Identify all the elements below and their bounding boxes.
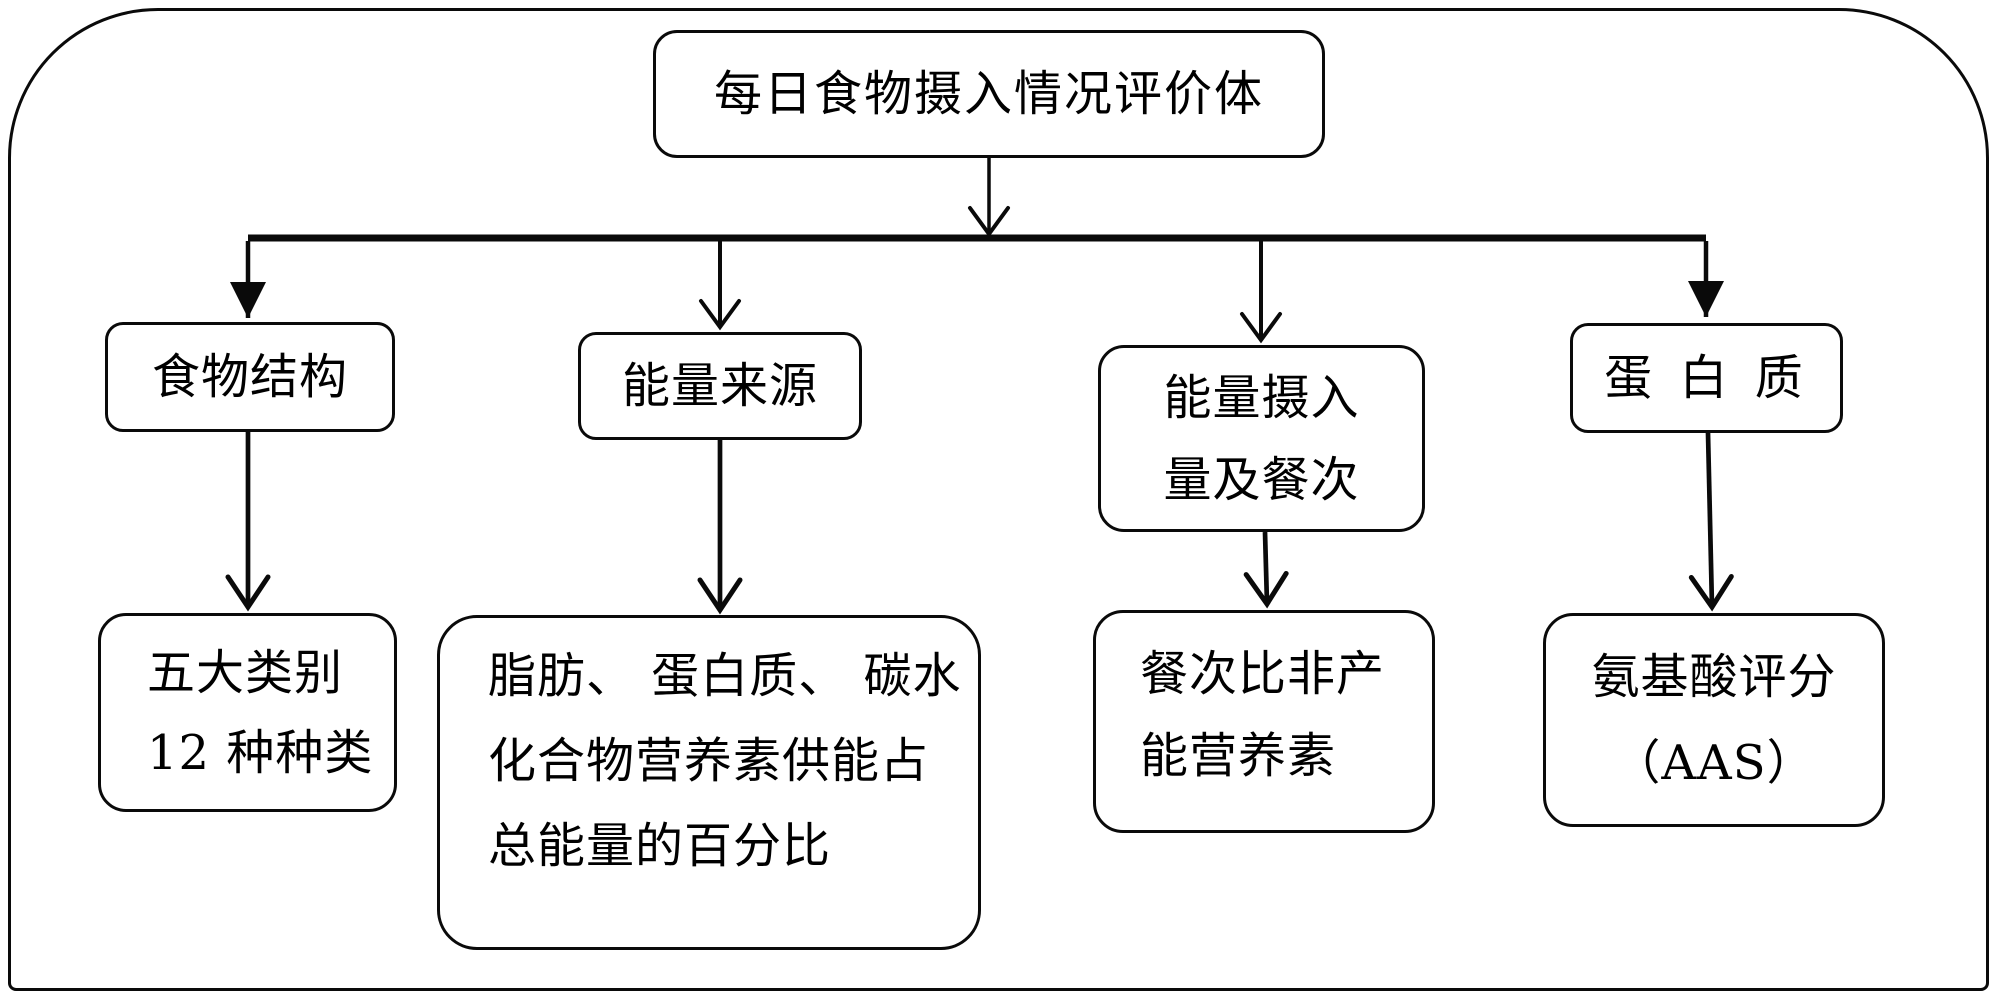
branch-label-line: 量及餐次 xyxy=(1163,451,1360,508)
leaf-box-amino-acid-score: 氨基酸评分 （AAS） xyxy=(1543,613,1885,827)
root-label: 每日食物摄入情况评价体 xyxy=(713,65,1264,122)
leaf-box-five-categories: 五大类别 12 种种类 xyxy=(98,613,397,812)
leaf-label-line: 五大类别 xyxy=(147,644,344,701)
leaf-label-line: 总能量的百分比 xyxy=(488,818,832,874)
branch-label: 能量来源 xyxy=(621,357,818,414)
branch-label-line: 能量摄入 xyxy=(1163,369,1360,426)
leaf-box-meal-ratio-nonenergy-nutrients: 餐次比非产 能营养素 xyxy=(1093,610,1435,833)
branch-box-food-structure: 食物结构 xyxy=(105,322,395,432)
leaf-label-line: 餐次比非产 xyxy=(1140,646,1386,702)
leaf-label-line: 化合物营养素供能占 xyxy=(488,733,930,789)
branch-label: 食物结构 xyxy=(151,348,348,405)
root-box-daily-intake-evaluation: 每日食物摄入情况评价体 xyxy=(653,30,1325,158)
outer-frame xyxy=(8,8,1989,991)
branch-box-protein: 蛋 白 质 xyxy=(1570,323,1843,433)
branch-box-energy-intake-meals: 能量摄入 量及餐次 xyxy=(1098,345,1425,532)
leaf-label-line: 氨基酸评分 xyxy=(1591,649,1837,705)
leaf-label-line: 脂肪、 蛋白质、 碳水 xyxy=(488,648,962,704)
leaf-label-line: 12 种种类 xyxy=(147,724,374,781)
leaf-label-line: 能营养素 xyxy=(1140,728,1337,784)
leaf-label-line: （AAS） xyxy=(1612,735,1816,791)
branch-label: 蛋 白 质 xyxy=(1604,349,1809,406)
branch-box-energy-source: 能量来源 xyxy=(578,332,862,440)
leaf-box-macronutrient-energy-percent: 脂肪、 蛋白质、 碳水 化合物营养素供能占 总能量的百分比 xyxy=(437,615,981,950)
